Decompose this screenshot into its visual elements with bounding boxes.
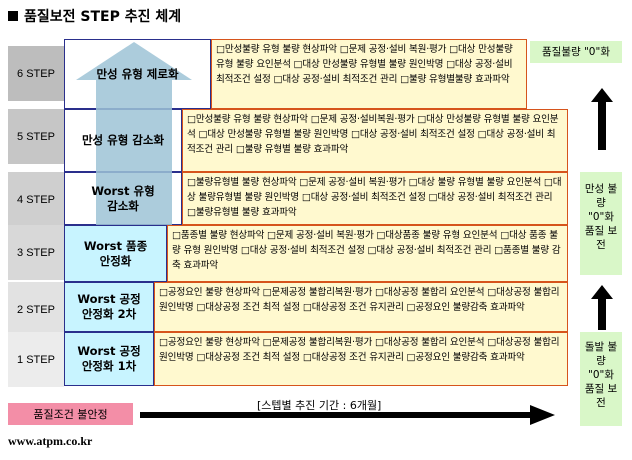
step-label-6: 6 STEP [8,46,64,102]
step-name-6: 만성 유형 제로화 [64,39,211,109]
step-label-4: 4 STEP [8,172,64,228]
step-desc-4: □불량유형별 불량 현상파악 □문제 공정·설비 복원·평가 □대상 불량 유형… [182,172,568,225]
step-name-4-text: Worst 유형 감소화 [91,183,155,213]
step-label-1: 1 STEP [8,332,64,388]
step-name-1-text: Worst 공정 안정화 1차 [77,344,141,373]
up-arrow-icon-lower [591,285,613,330]
step-label-2: 2 STEP [8,282,64,338]
target-zero-defect-box: 품질불량 "0"화 [530,41,622,63]
step-name-5: 만성 유형 감소화 [64,109,182,172]
up-arrow-icon [591,88,613,150]
timeline-right-arrow-icon [140,405,555,425]
square-bullet-icon [8,11,18,21]
step-period-label: [스텝별 추진 기간 : 6개월] [257,399,382,412]
step-desc-3: □품종별 불량 현상파악 □문제 공정·설비 복원·평가 □대상품종 불량 유형… [167,225,568,282]
step-name-3: Worst 품종 안정화 [64,225,167,282]
step-name-4: Worst 유형 감소화 [64,172,182,225]
website-url: www.atpm.co.kr [8,434,93,448]
step-desc-5: □만성불량 유형 불량 현상파악 □문제 공정·설비복원·평가 □대상 만성불량… [182,109,568,172]
step-desc-6: □만성불량 유형 불량 현상파악 □문제 공정·설비 복원·평가 □대상 만성불… [211,39,527,109]
step-desc-1: □공정요인 불량 현상파악 □문제공정 불합리복원·평가 □대상공정 불합리 요… [154,332,568,386]
step-desc-2: □공정요인 불량 현상파악 □문제공정 불합리복원·평가 □대상공정 불합리 요… [154,282,568,332]
sudden-defect-box: 돌발 불량 "0"화 품질 보전 [580,332,622,426]
step-name-1: Worst 공정 안정화 1차 [64,332,154,386]
title-text: 품질보전 STEP 추진 체계 [24,9,182,25]
step-name-2: Worst 공정 안정화 2차 [64,282,154,332]
diagram-title: 품질보전 STEP 추진 체계 [8,6,181,26]
unstable-quality-condition-box: 품질조건 불안정 [8,403,133,425]
step-name-6-text: 만성 유형 제로화 [96,66,179,81]
step-label-5: 5 STEP [8,109,64,165]
step-name-5-text: 만성 유형 감소화 [81,133,165,147]
step-name-2-text: Worst 공정 안정화 2차 [77,292,141,321]
step-name-3-text: Worst 품종 안정화 [83,238,148,268]
chronic-defect-box: 만성 불량 "0"화 품질 보전 [580,172,622,275]
step-label-3: 3 STEP [8,225,64,281]
